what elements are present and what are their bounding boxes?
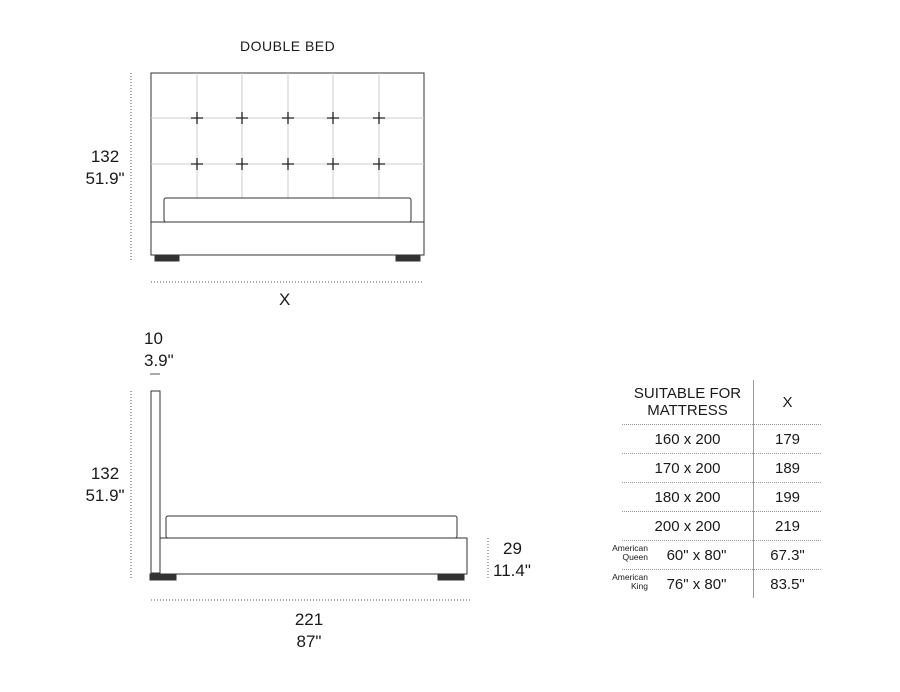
x-value-cell: 179	[753, 424, 821, 454]
mattress-size-text: 60" x 80"	[666, 546, 727, 564]
tufting-buttons	[191, 112, 385, 170]
table-row: 180 x 200 199	[622, 482, 821, 512]
front-height-cm: 132	[90, 147, 120, 166]
front-mattress	[163, 197, 412, 223]
mattress-size-text: 76" x 80"	[666, 575, 727, 593]
header-suitable-for-mattress: SUITABLE FOR MATTRESS	[622, 380, 754, 425]
x-value-cell: 67.3"	[753, 540, 821, 570]
length-in: 87"	[296, 632, 322, 651]
mattress-size-cell: American Queen 60" x 80"	[612, 540, 754, 570]
front-view-title: DOUBLE BED	[240, 38, 336, 54]
x-value-cell: 199	[753, 482, 821, 512]
mattress-size-cell: 170 x 200	[622, 453, 754, 483]
side-height-cm: 132	[90, 464, 120, 483]
front-width-label: X	[279, 290, 291, 309]
front-view	[130, 72, 425, 283]
side-foot-left	[149, 573, 177, 581]
mattress-size-table: SUITABLE FOR MATTRESS X 160 x 200 179 17…	[612, 380, 821, 598]
x-value-cell: 189	[753, 453, 821, 483]
table-row: American King 76" x 80" 83.5"	[612, 569, 821, 598]
x-value-cell: 219	[753, 511, 821, 541]
front-height-in: 51.9"	[85, 169, 125, 188]
header-x: X	[782, 393, 793, 411]
table-row: American Queen 60" x 80" 67.3"	[612, 540, 821, 570]
side-headboard	[150, 390, 161, 574]
length-label: 221 87"	[284, 609, 334, 653]
side-foot-right	[437, 573, 465, 581]
x-value-cell: 83.5"	[753, 569, 821, 598]
mattress-type-tag: American King	[612, 572, 648, 591]
table-row: 170 x 200 189	[622, 453, 821, 483]
base-height-in: 11.4"	[493, 561, 531, 580]
table-row: 200 x 200 219	[622, 511, 821, 541]
mattress-size-cell: 200 x 200	[622, 511, 754, 541]
side-mattress	[165, 515, 458, 539]
side-height-in: 51.9"	[85, 486, 125, 505]
mattress-type-tag: American Queen	[612, 543, 648, 562]
mattress-size-cell: American King 76" x 80"	[612, 569, 754, 598]
front-foot-left	[154, 254, 180, 262]
table-row: 160 x 200 179	[622, 424, 821, 454]
length-cm: 221	[294, 610, 324, 629]
mattress-size-cell: 180 x 200	[622, 482, 754, 512]
side-view	[130, 373, 489, 601]
headboard-thickness-label: 10 3.9"	[144, 328, 174, 372]
headboard-thickness-in: 3.9"	[144, 351, 174, 370]
base-height-cm: 29	[503, 539, 522, 558]
front-foot-right	[395, 254, 421, 262]
base-height-label: 29 11.4"	[493, 538, 531, 582]
side-height-label: 132 51.9"	[82, 463, 128, 507]
headboard-seams	[151, 73, 424, 198]
front-height-label: 132 51.9"	[82, 146, 128, 190]
mattress-size-cell: 160 x 200	[622, 424, 754, 454]
side-base	[159, 537, 468, 575]
headboard-thickness-cm: 10	[144, 329, 163, 348]
table-header-row: SUITABLE FOR MATTRESS X	[622, 380, 821, 425]
front-base	[150, 221, 425, 256]
